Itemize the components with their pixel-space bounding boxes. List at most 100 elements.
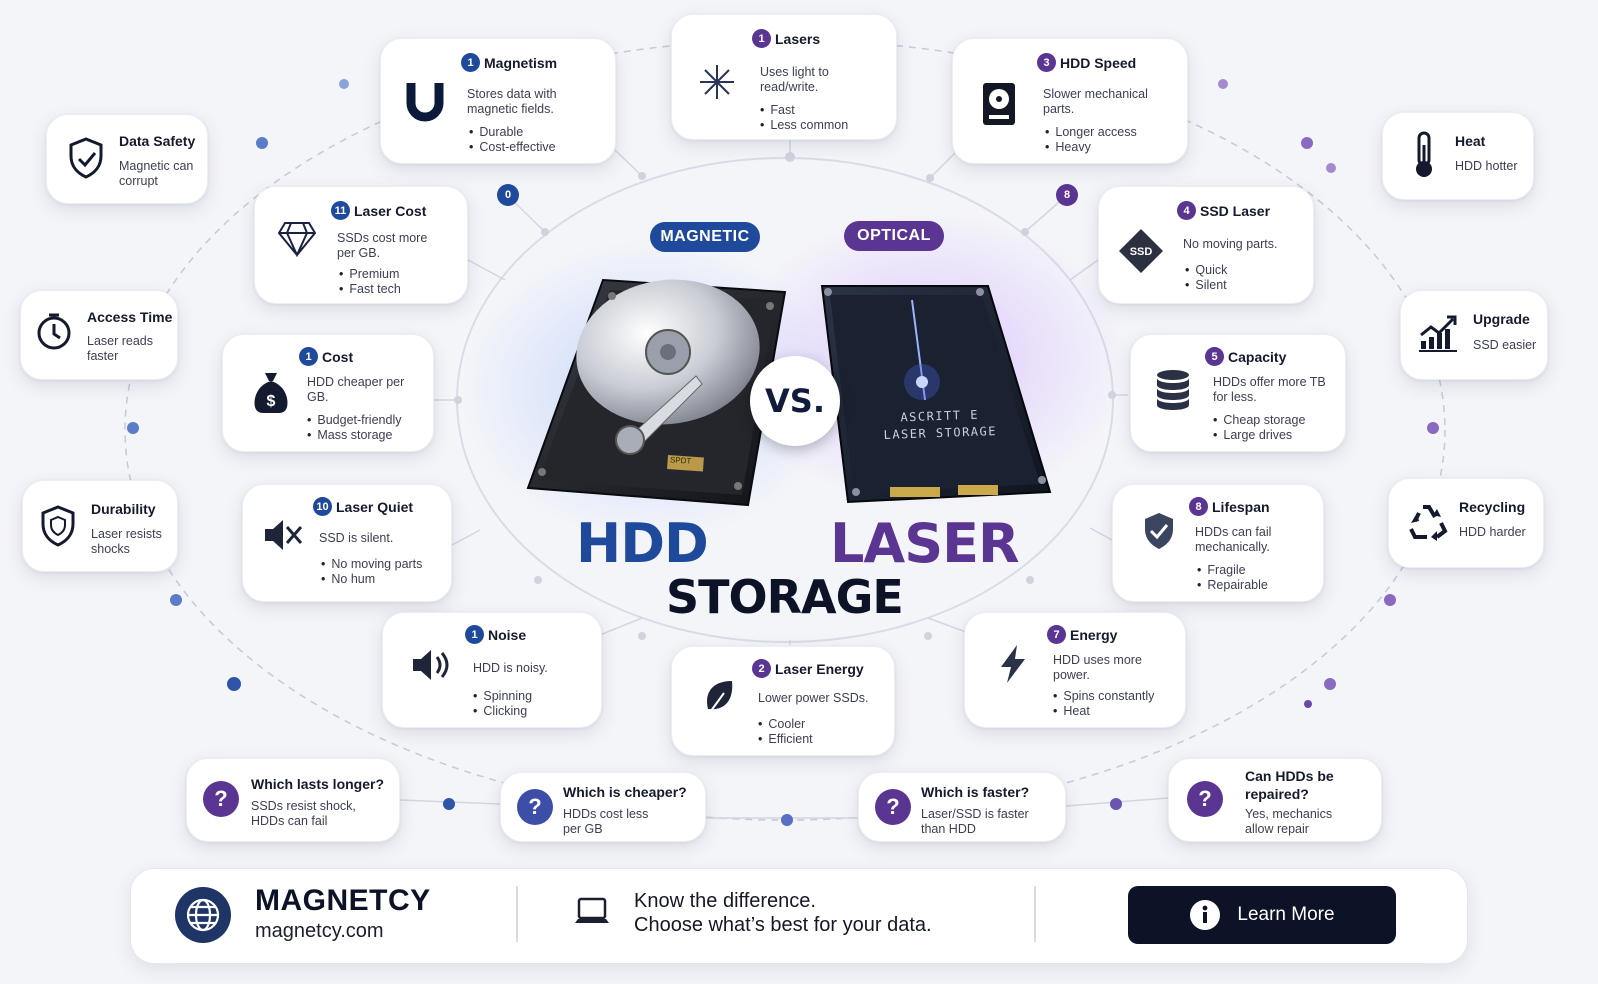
feature-number: 7 (1047, 625, 1066, 644)
side-card-durability: Durability Laser resists shocks (22, 480, 178, 572)
feature-bullet: Efficient (758, 732, 812, 747)
question-card-repaired[interactable]: ? Can HDDs be repaired? Yes, mechanics a… (1168, 758, 1382, 842)
side-desc: HDD hotter (1455, 159, 1518, 173)
feature-title: HDD Speed (1060, 54, 1137, 71)
feature-number: 10 (313, 497, 332, 516)
feature-bullet: Clicking (473, 704, 532, 719)
question-answer: HDDs cost less per GB (563, 807, 649, 836)
speaker-loud-icon (413, 650, 449, 680)
tagline-line-1: Know the difference. (634, 890, 816, 912)
feature-title: Magnetism (484, 54, 558, 71)
feature-desc: Stores data with magnetic fields. (467, 87, 557, 116)
badge-icon: 0 (497, 184, 519, 206)
feature-bullet: Fast (760, 103, 848, 118)
question-answer: SSDs resist shock, HDDs can fail (251, 799, 356, 828)
laser-icon (700, 65, 734, 99)
question-card-lasts-longer[interactable]: ? Which lasts longer? SSDs resist shock,… (186, 758, 400, 842)
feature-desc: HDD is noisy. (473, 661, 548, 675)
question-title: Which lasts longer? (251, 776, 385, 792)
question-icon: ? (517, 789, 553, 825)
recycle-icon (1409, 505, 1448, 541)
question-card-cheaper[interactable]: ? Which is cheaper? HDDs cost less per G… (500, 772, 706, 842)
feature-bullet: Spins constantly (1053, 689, 1154, 704)
side-title: Recycling (1459, 499, 1526, 515)
hdd-sticker-label: SPDT (669, 455, 692, 466)
side-title: Durability (91, 501, 156, 517)
side-desc: SSD easier (1473, 338, 1537, 352)
globe-icon (175, 887, 231, 943)
clock-icon (37, 313, 71, 350)
feature-title: Laser Cost (354, 202, 427, 219)
side-card-data-safety: Data Safety Magnetic can corrupt (46, 114, 208, 204)
feature-number: 11 (331, 201, 350, 220)
feature-bullet: Premium (339, 267, 401, 282)
feature-title: Laser Quiet (336, 498, 414, 515)
side-card-access-time: Access Time Laser reads faster (20, 290, 178, 380)
lightning-icon (1001, 645, 1025, 683)
hdd-illustration (526, 278, 787, 507)
feature-title: Laser Energy (775, 660, 864, 677)
feature-title: Capacity (1228, 348, 1287, 365)
feature-desc: HDD uses more power. (1053, 653, 1142, 682)
feature-bullet: Fragile (1197, 563, 1268, 578)
feature-bullet: Cost-effective (469, 140, 555, 155)
brand-url[interactable]: magnetcy.com (255, 920, 384, 942)
feature-desc: HDD cheaper per GB. (307, 375, 405, 404)
badge-icon: 8 (1056, 184, 1078, 206)
thermometer-icon (1416, 131, 1432, 177)
side-card-upgrade: Upgrade SSD easier (1400, 290, 1548, 380)
feature-bullet: Fast tech (339, 282, 400, 297)
feature-bullet: Quick (1185, 263, 1227, 278)
feature-title: Lifespan (1212, 498, 1270, 515)
footer-divider (1034, 886, 1036, 942)
leaf-icon (707, 681, 733, 716)
question-title: Which is cheaper? (563, 784, 687, 800)
feature-desc: SSD is silent. (319, 531, 394, 545)
side-desc: Laser resists shocks (91, 527, 162, 556)
question-icon: ? (203, 781, 239, 817)
learn-more-label: Learn More (1237, 904, 1335, 925)
question-answer: Yes, mechanics allow repair (1245, 807, 1333, 836)
feature-title: Noise (488, 626, 527, 643)
question-title: Which is faster? (921, 784, 1030, 800)
tagline-line-2: Choose what’s best for your data. (634, 914, 932, 936)
money-bag-icon: $ (254, 373, 288, 413)
question-card-faster[interactable]: ? Which is faster? Laser/SSD is faster t… (858, 772, 1066, 842)
feature-desc: Lower power SSDs. (758, 691, 869, 705)
diamond-icon (277, 222, 317, 257)
feature-bullet: Cooler (758, 717, 813, 732)
learn-more-button[interactable]: Learn More (1128, 886, 1396, 944)
chart-up-icon (1419, 315, 1457, 352)
feature-number: 5 (1205, 347, 1224, 366)
storage-heading: STORAGE (666, 570, 904, 624)
question-icon: ? (875, 789, 911, 825)
feature-bullet: Durable (469, 125, 556, 140)
feature-desc: Uses light to read/write. (760, 65, 829, 94)
side-title: Heat (1455, 133, 1486, 149)
magnet-icon (406, 83, 444, 122)
info-icon (1190, 900, 1221, 930)
side-card-heat: Heat HDD hotter (1382, 112, 1534, 200)
side-title: Access Time (87, 309, 173, 325)
shield-check-icon (69, 137, 103, 179)
laser-heading: LASER (830, 512, 1020, 575)
vs-badge: VS. (750, 356, 840, 446)
feature-bullet: Silent (1185, 278, 1227, 293)
feature-title: Energy (1070, 626, 1118, 643)
side-title: Upgrade (1473, 311, 1530, 327)
feature-bullet: Heavy (1045, 140, 1137, 155)
feature-bullet: Repairable (1197, 578, 1267, 593)
question-icon: ? (1187, 781, 1223, 817)
question-title: Can HDDs be repaired? (1245, 768, 1334, 802)
feature-bullet: Cheap storage (1213, 413, 1305, 428)
side-desc: HDD harder (1459, 525, 1526, 539)
ssd-engraving: ASCRITT E LASER STORAGE (869, 406, 1010, 445)
